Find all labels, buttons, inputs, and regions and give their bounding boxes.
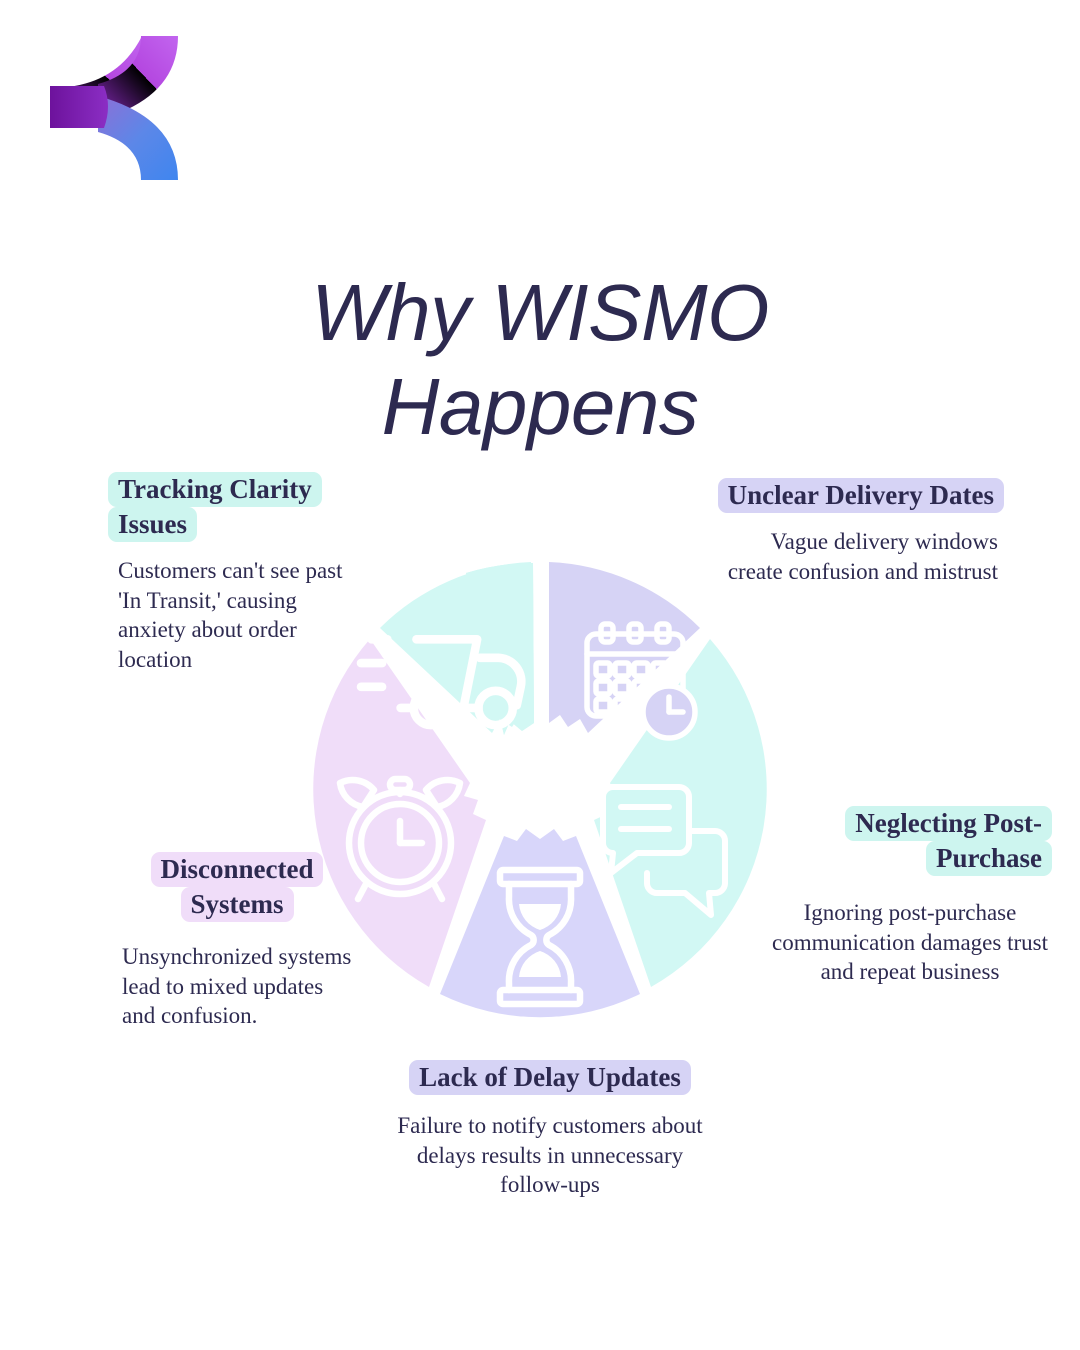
heading-highlight-neglect: Neglecting Post-Purchase (845, 806, 1052, 877)
brand-logo (38, 28, 184, 188)
callout-unclear-delivery-dates: Unclear Delivery Dates Vague delivery wi… (714, 478, 1004, 586)
delivery-truck-icon (356, 635, 526, 730)
heading-highlight-tracking: Tracking Clarity Issues (108, 472, 322, 543)
callout-body-unclear: Vague delivery windows create confusion … (727, 529, 998, 584)
callout-heading-unclear: Unclear Delivery Dates (714, 478, 1004, 513)
callout-body-neglect: Ignoring post-purchase communication dam… (772, 900, 1048, 985)
callout-body-tracking: Customers can't see past 'In Transit,' c… (118, 558, 343, 672)
callout-body-disconnected: Unsynchronized systems lead to mixed upd… (122, 944, 352, 1029)
page-title: Why WISMO Happens (311, 267, 769, 451)
callout-disconnected-systems: Disconnected Systems Unsynchronized syst… (112, 852, 362, 1031)
callout-tracking-clarity-issues: Tracking Clarity Issues Customers can't … (108, 472, 366, 674)
callout-neglecting-post-purchase: Neglecting Post-Purchase Ignoring post-p… (768, 806, 1052, 987)
calendar-clock-icon (584, 621, 698, 741)
callout-heading-delay: Lack of Delay Updates (385, 1060, 715, 1095)
hourglass-icon (496, 866, 584, 1008)
chat-bubbles-icon (600, 784, 728, 918)
alarm-clock-icon (336, 775, 464, 903)
callout-body-delay: Failure to notify customers about delays… (397, 1113, 703, 1197)
heading-highlight-disconnected: Disconnected Systems (150, 852, 324, 923)
heading-highlight-unclear: Unclear Delivery Dates (717, 478, 1004, 513)
callout-heading-disconnected: Disconnected Systems (112, 852, 362, 923)
callout-heading-neglect: Neglecting Post-Purchase (768, 806, 1052, 877)
callout-heading-tracking: Tracking Clarity Issues (108, 472, 366, 543)
callout-lack-of-delay-updates: Lack of Delay Updates Failure to notify … (385, 1060, 715, 1199)
heading-highlight-delay: Lack of Delay Updates (409, 1060, 691, 1095)
wismo-reasons-pie-chart (303, 552, 777, 1026)
